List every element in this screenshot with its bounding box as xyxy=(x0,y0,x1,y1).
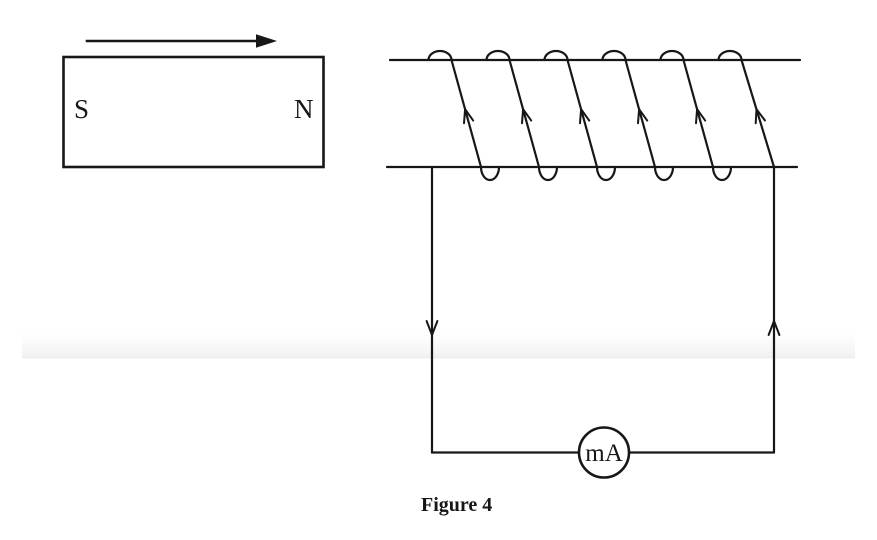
scan-artifact-band xyxy=(22,323,855,357)
up-arrow-icon xyxy=(637,108,649,125)
bar-magnet: S N xyxy=(62,34,325,169)
coil-bottom-loop xyxy=(711,165,733,182)
coil-bottom-loop xyxy=(479,165,501,182)
coil-top-loop xyxy=(717,49,743,62)
coil-top-loop xyxy=(543,49,569,62)
down-arrow-icon xyxy=(425,320,439,336)
magnet-motion-arrow xyxy=(85,34,277,48)
coil-winding-front xyxy=(682,58,715,169)
coil-top-loop xyxy=(659,49,685,62)
north-pole-label: N xyxy=(294,94,314,124)
coil-bottom-loop xyxy=(537,165,559,182)
up-arrow-icon xyxy=(695,108,707,125)
south-pole-label: S xyxy=(74,94,89,124)
wire-current-arrows xyxy=(425,320,781,336)
coil-bottom-loop xyxy=(595,165,617,182)
up-arrow-icon xyxy=(754,108,766,125)
coil-winding-front xyxy=(624,58,657,169)
up-arrow-icon xyxy=(767,320,781,336)
coil-windings xyxy=(427,49,776,182)
figure-caption: Figure 4 xyxy=(421,494,492,516)
up-arrow-icon xyxy=(521,108,533,125)
circuit: mA xyxy=(425,165,781,479)
right-arrow-icon xyxy=(256,34,277,48)
coil-top-loop xyxy=(427,49,453,62)
coil-winding-front xyxy=(450,58,483,169)
coil-top-loop xyxy=(601,49,627,62)
coil-bottom-loop xyxy=(653,165,675,182)
milliammeter-circle xyxy=(577,426,631,479)
up-arrow-icon xyxy=(463,108,475,125)
coil-top-loop xyxy=(485,49,511,62)
magnet-body xyxy=(62,55,325,169)
milliammeter-label: mA xyxy=(585,440,623,467)
up-arrow-icon xyxy=(579,108,591,125)
milliammeter: mA xyxy=(577,426,631,479)
coil-winding-front xyxy=(740,58,776,169)
coil-winding-front xyxy=(508,58,541,169)
coil-winding-front xyxy=(566,58,599,169)
coil xyxy=(385,49,802,182)
